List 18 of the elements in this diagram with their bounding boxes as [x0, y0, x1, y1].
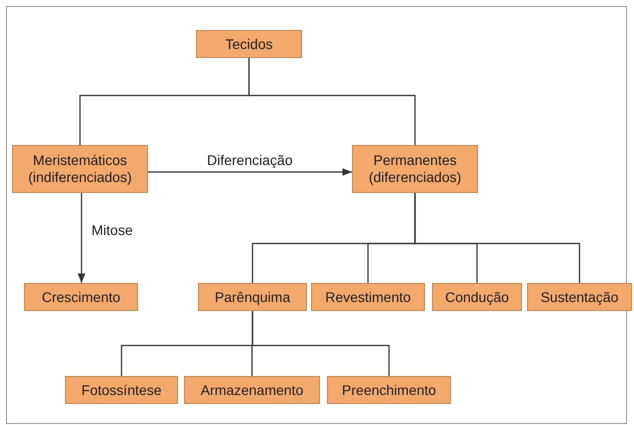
tissue-box: Fotossíntese [65, 376, 178, 404]
connector-line [414, 193, 580, 283]
tissue-box: Preenchimento [327, 376, 451, 404]
connector-line [248, 58, 416, 145]
tissue-box: Permanentes (diferenciados) [352, 145, 478, 193]
tissue-box: Armazenamento [184, 376, 320, 404]
tissue-box: Meristemáticos (indiferenciados) [12, 145, 148, 193]
arrow [148, 168, 352, 176]
edge-label: Mitose [90, 222, 135, 238]
connector-line [252, 311, 390, 376]
tissue-box: Sustentação [527, 283, 632, 311]
tissue-box: Parênquima [198, 283, 307, 311]
arrow [78, 193, 86, 283]
tissue-box: Revestimento [311, 283, 425, 311]
tissue-box: Crescimento [24, 283, 138, 311]
tissue-box: Condução [432, 283, 522, 311]
edge-label: Diferenciação [205, 152, 295, 168]
tissue-box: Tecidos [196, 30, 302, 58]
